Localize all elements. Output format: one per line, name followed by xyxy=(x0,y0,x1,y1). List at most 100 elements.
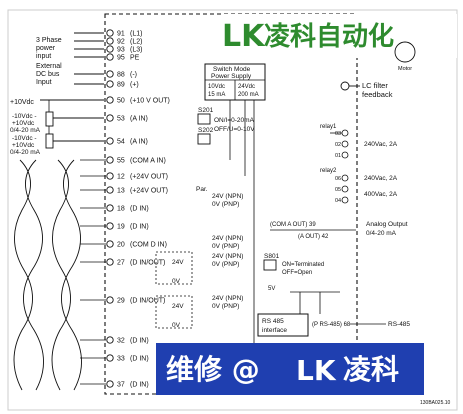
aout-label-2: 0/4-20 mA xyxy=(366,230,397,237)
npn-label-1: 24V (NPN) xyxy=(212,235,243,242)
terminal-19-circle xyxy=(106,222,114,230)
io29-0v: 0V xyxy=(172,322,181,329)
aout-com: (COM A OUT) 39 xyxy=(270,222,316,228)
watermark-bottom-logo: LK xyxy=(296,354,337,387)
terminal-95-number: 95 xyxy=(117,55,125,62)
terminal-18-label: (D IN) xyxy=(130,206,149,213)
terminal-27-number: 27 xyxy=(117,260,125,267)
relay2-pin-05: 05 xyxy=(335,187,341,193)
smps-title-1: Switch Mode xyxy=(213,66,251,73)
pot-ain1 xyxy=(45,111,54,127)
dc-bus-label-1: External xyxy=(36,63,62,70)
terminal-27-label: (D IN/OUT) xyxy=(130,260,165,267)
aout-label-1: Analog Output xyxy=(366,221,408,228)
relay1-rating: 240Vac, 2A xyxy=(364,141,398,148)
watermark-bottom-text: 维修 @ xyxy=(166,353,260,386)
terminal-32-circle xyxy=(106,336,114,344)
terminal-19-label: (D IN) xyxy=(130,224,149,231)
ain1-label-3: 0/4-20 mA xyxy=(10,127,41,134)
ain1-label-2: +10Vdc xyxy=(12,120,35,127)
dc-bus-label-3: Input xyxy=(36,79,52,86)
terminal-20-circle xyxy=(106,240,114,248)
relay1-pin-01: 01 xyxy=(335,153,341,159)
lc-filter-label-2: feedback xyxy=(362,90,393,99)
pot-ain2 xyxy=(45,133,54,149)
cable-bundle xyxy=(13,159,82,391)
io29-box xyxy=(155,295,193,329)
aout-aout: (A OUT) 42 xyxy=(298,234,329,240)
terminal-29-circle xyxy=(106,296,114,304)
motor-label: Motor xyxy=(398,66,412,72)
terminal-29-label: (D IN/OUT) xyxy=(130,298,165,305)
pnp-label-1: 0V (PNP) xyxy=(212,243,239,250)
s801-on: ON=Terminated xyxy=(282,262,324,268)
watermark-top-bg xyxy=(222,14,457,58)
io29-24v: 24V xyxy=(172,303,184,310)
npn-label-3: 24V (NPN) xyxy=(212,295,243,302)
terminal-18-number: 18 xyxy=(117,206,125,213)
terminal-13-label: (+24V OUT) xyxy=(130,188,168,195)
outer-frame xyxy=(7,9,458,411)
watermark-bottom-brand: 凌科 xyxy=(343,353,399,386)
terminal-37-number: 37 xyxy=(117,382,125,389)
s801-off: OFF=Open xyxy=(282,270,312,276)
terminal-12-number: 12 xyxy=(117,174,125,181)
rs485-box xyxy=(257,313,309,337)
npn-label-0: 24V (NPN) xyxy=(212,193,243,200)
terminal-95-circle xyxy=(106,53,114,61)
terminal-13-circle xyxy=(106,186,114,194)
terminal-92-circle xyxy=(106,37,114,45)
terminal-13-number: 13 xyxy=(117,188,125,195)
relay2-rating-1: 240Vac, 2A xyxy=(364,175,398,182)
terminal-33-number: 33 xyxy=(117,356,125,363)
terminal-88-number: 88 xyxy=(117,72,125,79)
terminal-53-number: 53 xyxy=(117,116,125,123)
phase-power-label-1: 3 Phase xyxy=(36,37,62,44)
terminal-54-label: (A IN) xyxy=(130,139,148,146)
footnote: 130BA025.10 xyxy=(420,400,451,406)
terminal-55-number: 55 xyxy=(117,158,125,165)
terminal-33-label: (D IN) xyxy=(130,356,149,363)
terminal-88-circle xyxy=(106,70,114,78)
s201-label: S201 xyxy=(198,107,214,114)
relay2-pin-04: 04 xyxy=(335,198,341,204)
motor-symbol xyxy=(394,41,416,63)
terminal-92-label: (L2) xyxy=(130,39,142,46)
v10-plus-label: +10Vdc xyxy=(10,99,34,106)
pnp-label-2: 0V (PNP) xyxy=(212,261,239,268)
s202-note: OFF/U=0-10V xyxy=(214,126,255,133)
terminal-50-number: 50 xyxy=(117,98,125,105)
terminal-33-circle xyxy=(106,354,114,362)
pnp-label-3: 0V (PNP) xyxy=(212,303,239,310)
terminal-54-number: 54 xyxy=(117,139,125,146)
io27-0v: 0V xyxy=(172,278,181,285)
relay2-rating-2: 400Vac, 2A xyxy=(364,191,398,198)
smps-col1-2: 15 mA xyxy=(208,92,225,98)
s201-switch xyxy=(197,113,211,125)
ain2-label-3: 0/4-20 mA xyxy=(10,149,41,156)
smps-col2-1: 24Vdc xyxy=(238,84,255,90)
relay1-label: relay1 xyxy=(320,124,337,130)
smps-col2-2: 200 mA xyxy=(238,92,259,98)
terminal-32-number: 32 xyxy=(117,338,125,345)
terminal-92-number: 92 xyxy=(117,39,125,46)
npn-label-2: 24V (NPN) xyxy=(212,253,243,260)
terminal-55-circle xyxy=(106,156,114,164)
terminal-37-circle xyxy=(106,380,114,388)
phase-power-label-2: power xyxy=(36,45,56,52)
relay1-pin-02: 02 xyxy=(335,142,341,148)
terminal-95-label: PE xyxy=(130,55,140,62)
rs485-p: (P RS-485) 68 xyxy=(312,322,351,328)
terminal-53-circle xyxy=(106,114,114,122)
terminal-89-circle xyxy=(106,80,114,88)
terminal-12-label: (+24V OUT) xyxy=(130,174,168,181)
relay2-pin-06: 06 xyxy=(335,176,341,182)
terminal-32-label: (D IN) xyxy=(130,338,149,345)
smps-col1-1: 10Vdc xyxy=(208,84,225,90)
terminal-88-label: (-) xyxy=(130,72,137,79)
s202-switch xyxy=(197,133,211,145)
terminal-29-number: 29 xyxy=(117,298,125,305)
terminal-54-circle xyxy=(106,137,114,145)
